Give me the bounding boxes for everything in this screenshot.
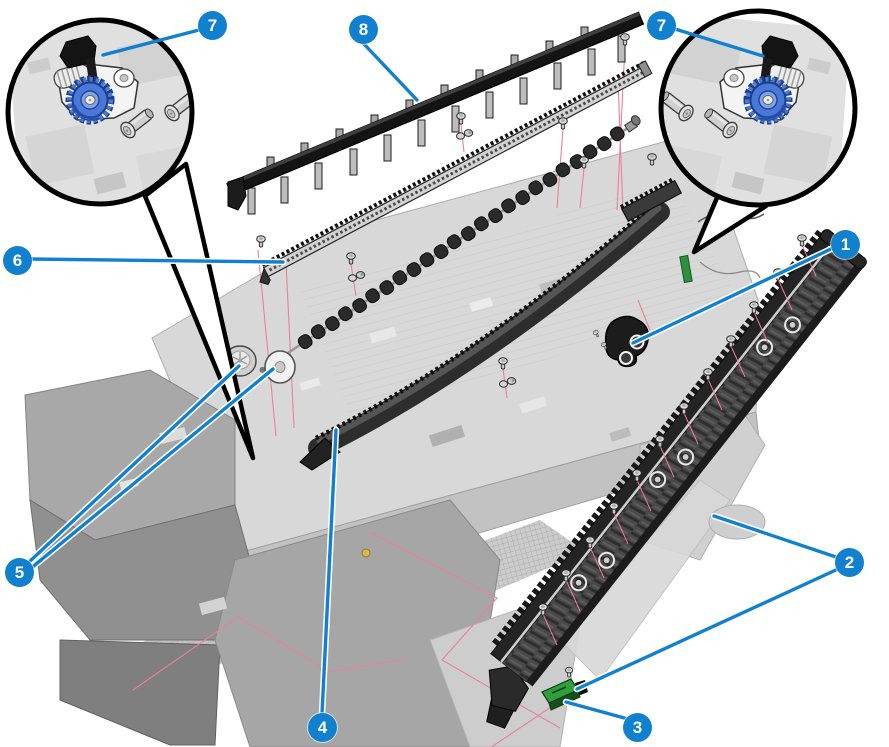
platen-screws — [538, 234, 817, 646]
comb-bar-part-8 — [226, 11, 645, 215]
upper-rail-part-6 — [259, 60, 653, 286]
callout-4-badge: 4 — [308, 713, 337, 742]
magnifier-right — [658, 8, 858, 255]
roller-shaft — [259, 115, 641, 384]
rail-end-bracket — [619, 177, 683, 222]
gear-icon — [65, 75, 115, 125]
callout-3-badge: 3 — [623, 713, 652, 742]
callout-2-badge: 2 — [835, 548, 864, 577]
callout-7-right-badge: 7 — [647, 11, 676, 40]
output-platen-part-2 — [486, 227, 867, 729]
leader-lines — [24, 27, 842, 723]
callout-6-badge: 6 — [3, 246, 32, 275]
wire-2 — [699, 261, 761, 279]
platen-rail-part-4 — [299, 177, 683, 471]
green-edge-part — [679, 254, 693, 284]
callout-5-badge: 5 — [5, 558, 34, 587]
embedded-screws — [570, 316, 802, 592]
callout-7-left-badge: 7 — [198, 11, 227, 40]
printer-chassis — [24, 131, 766, 747]
yellow-marker — [361, 548, 371, 558]
callout-8-badge: 8 — [349, 15, 378, 44]
callout-1-badge: 1 — [831, 230, 860, 259]
